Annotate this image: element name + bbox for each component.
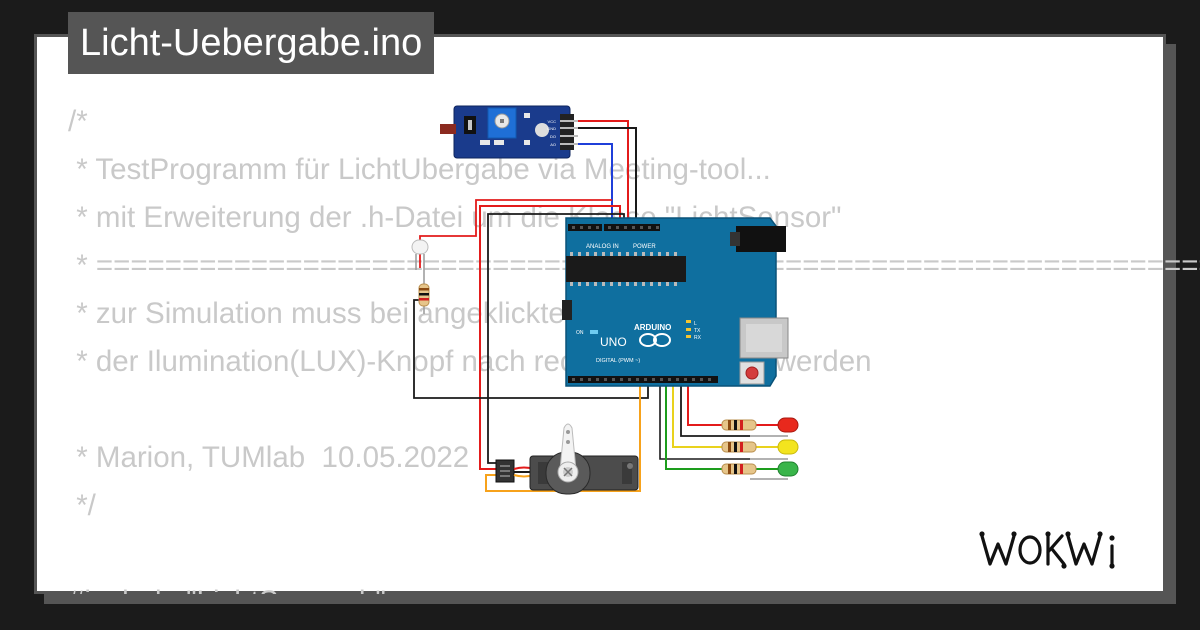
code-line: */ bbox=[68, 489, 96, 522]
wire-ldr-gnd bbox=[413, 299, 649, 399]
wire-led-gnd bbox=[680, 384, 750, 437]
wire-servo-vcc bbox=[479, 205, 621, 470]
sensor-pin-do: DO bbox=[550, 134, 556, 139]
label-on: ON bbox=[576, 330, 584, 336]
card-bottom-edge bbox=[44, 594, 1176, 604]
wire-led-red bbox=[687, 384, 780, 426]
code-line: * Marion, TUMlab 10.05.2022 bbox=[68, 441, 470, 474]
icsp-header bbox=[562, 300, 572, 320]
wokwi-logo[interactable] bbox=[978, 524, 1150, 578]
sensor-pin-gnd: GND bbox=[547, 126, 556, 131]
label-tx: TX bbox=[694, 328, 701, 334]
header-analog-top bbox=[568, 224, 602, 231]
resistor-vertical bbox=[418, 276, 430, 314]
arduino-uno-board: ANALOG IN POWER ON ARDUINO UNO TX RX L bbox=[562, 217, 789, 387]
light-sensor-module: VCC GND DO AO bbox=[440, 105, 578, 159]
wire-led-gnd2 bbox=[659, 384, 750, 460]
led-yellow bbox=[777, 439, 799, 455]
code-line: /* bbox=[68, 105, 88, 138]
label-rx: RX bbox=[694, 335, 702, 341]
atmega-chip bbox=[566, 256, 686, 282]
sensor-pin-ao: AO bbox=[550, 142, 556, 147]
wire-sensor-gnd bbox=[574, 127, 637, 226]
wokwi-logo-mark bbox=[979, 531, 1115, 569]
wire-sensor-vcc bbox=[574, 120, 629, 226]
digital-label: DIGITAL (PWM ~) bbox=[596, 358, 640, 364]
led-red bbox=[777, 417, 799, 433]
header-digital-bottom bbox=[568, 376, 718, 383]
wire-sensor-ao bbox=[574, 143, 613, 226]
arduino-brand-label: ARDUINO bbox=[634, 323, 671, 332]
label-l: L bbox=[694, 321, 697, 327]
wire-servo-signal bbox=[485, 384, 641, 492]
led-green-assembly bbox=[721, 461, 799, 480]
project-title[interactable]: Licht-Uebergabe.ino bbox=[68, 12, 435, 74]
power-jack bbox=[736, 226, 786, 252]
led-red-assembly bbox=[721, 417, 799, 437]
servo-motor bbox=[495, 423, 639, 495]
sensor-pin-vcc: VCC bbox=[548, 119, 557, 124]
power-label: POWER bbox=[633, 244, 656, 250]
led-yellow-assembly bbox=[721, 439, 799, 460]
wire-led-yellow bbox=[672, 384, 780, 448]
led-green bbox=[777, 461, 799, 477]
uno-label: UNO bbox=[600, 335, 627, 349]
photo-led bbox=[411, 239, 429, 276]
analog-in-label: ANALOG IN bbox=[586, 244, 619, 250]
